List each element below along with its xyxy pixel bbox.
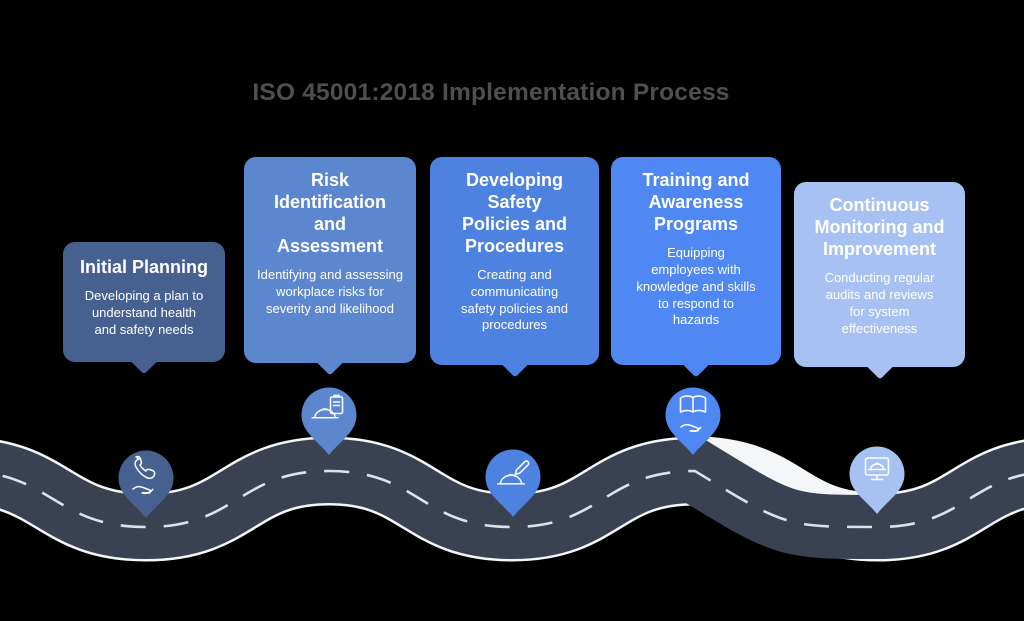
map-pin-risk-identification xyxy=(301,387,357,455)
hardhat-checklist-icon xyxy=(311,394,344,419)
card-content: Training and Awareness Programs Equippin… xyxy=(611,157,781,329)
step-description: Equipping employees with knowledge and s… xyxy=(636,244,756,328)
map-pin-initial-planning xyxy=(118,450,174,518)
step-card-safety-policies: Developing Safety Policies and Procedure… xyxy=(430,157,599,378)
map-pin-continuous-monitoring xyxy=(849,446,905,514)
step-title: Risk Identification and Assessment xyxy=(274,170,386,256)
hardhat-pencil-icon xyxy=(496,460,530,485)
pin-shape xyxy=(665,387,721,455)
card-content: Initial Planning Developing a plan to un… xyxy=(63,242,225,339)
pin-shape xyxy=(118,450,174,518)
book-in-hand-icon xyxy=(679,395,707,433)
step-description: Conducting regular audits and reviews fo… xyxy=(824,269,935,336)
card-content: Developing Safety Policies and Procedure… xyxy=(430,157,599,334)
step-card-initial-planning: Initial Planning Developing a plan to un… xyxy=(63,242,225,375)
road-surface xyxy=(0,438,1024,560)
step-description: Creating and communicating safety polici… xyxy=(461,266,568,333)
step-title: Initial Planning xyxy=(79,257,208,277)
page-title: ISO 45001:2018 Implementation Process xyxy=(252,79,730,106)
monitor-hardhat-icon xyxy=(864,457,890,481)
step-title: Continuous Monitoring and Improvement xyxy=(814,195,945,259)
phone-in-hand-icon xyxy=(132,455,156,495)
step-description: Developing a plan to understand health a… xyxy=(84,287,204,337)
card-content: Continuous Monitoring and Improvement Co… xyxy=(794,182,965,337)
step-card-continuous-monitoring: Continuous Monitoring and Improvement Co… xyxy=(794,182,965,380)
map-pin-training-awareness xyxy=(665,387,721,455)
step-title: Developing Safety Policies and Procedure… xyxy=(461,170,568,256)
step-card-risk-identification: Risk Identification and Assessment Ident… xyxy=(244,157,416,376)
step-description: Identifying and assessing workplace risk… xyxy=(257,266,403,316)
map-pin-safety-policies xyxy=(485,449,541,517)
card-content: Risk Identification and Assessment Ident… xyxy=(244,157,416,317)
step-card-training-awareness: Training and Awareness Programs Equippin… xyxy=(611,157,781,378)
step-title: Training and Awareness Programs xyxy=(642,170,750,234)
